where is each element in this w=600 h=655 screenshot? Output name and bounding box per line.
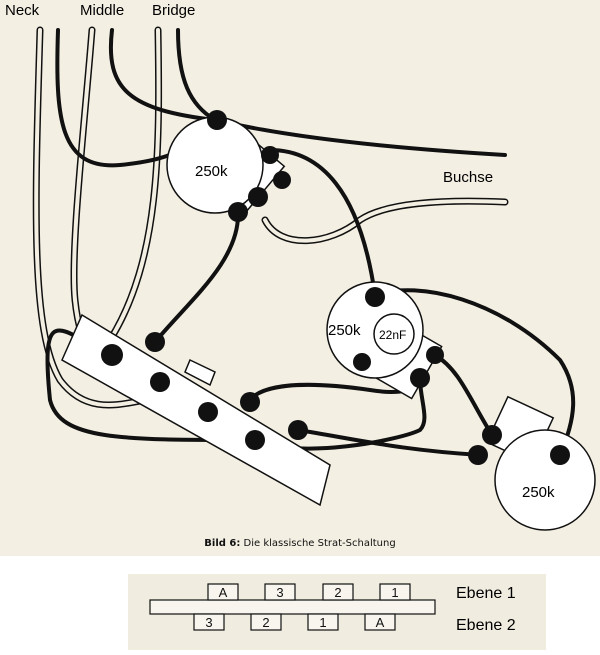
label-bridge: Bridge (152, 2, 195, 19)
switch-bar (149, 599, 436, 615)
caption-prefix: Bild 6: (204, 538, 241, 549)
tab-label: 1 (391, 585, 398, 600)
white-wires (32, 26, 509, 409)
selector-switch (61, 313, 331, 507)
label-neck: Neck (5, 2, 40, 19)
label-middle: Middle (80, 2, 124, 19)
pot-tone-1: 250k 22nF (326, 281, 443, 400)
level-2-label: Ebene 2 (456, 617, 516, 634)
level-1-label: Ebene 1 (456, 585, 516, 602)
figure-caption: Bild 6: Die klassische Strat-Schaltung (0, 538, 600, 549)
pot-label: 250k (195, 163, 228, 180)
tab-label: 1 (319, 615, 326, 630)
caption-text: Die klassische Strat-Schaltung (240, 538, 396, 549)
solder-joints (101, 110, 570, 465)
capacitor (373, 313, 415, 355)
pot-tone-2: 250k (485, 395, 596, 531)
pot-label: 250k (522, 484, 555, 501)
tab-label: A (219, 585, 228, 600)
tab-label: 2 (262, 615, 269, 630)
tab-label: 2 (334, 585, 341, 600)
label-jack: Buchse (443, 169, 493, 186)
tab-label: 3 (205, 615, 212, 630)
pot-volume: 250k (166, 116, 286, 214)
black-wires (45, 28, 576, 457)
capacitor-label: 22nF (379, 328, 406, 342)
switch-legend: A 3 2 1 3 2 1 A Ebene 1 Ebene 2 (128, 574, 546, 650)
wiring-diagram: 250k 250k 22nF 250k Neck Middle Bridge B… (0, 0, 600, 556)
tab-label: 3 (276, 585, 283, 600)
pot-label: 250k (328, 322, 361, 339)
tab-label: A (376, 615, 385, 630)
